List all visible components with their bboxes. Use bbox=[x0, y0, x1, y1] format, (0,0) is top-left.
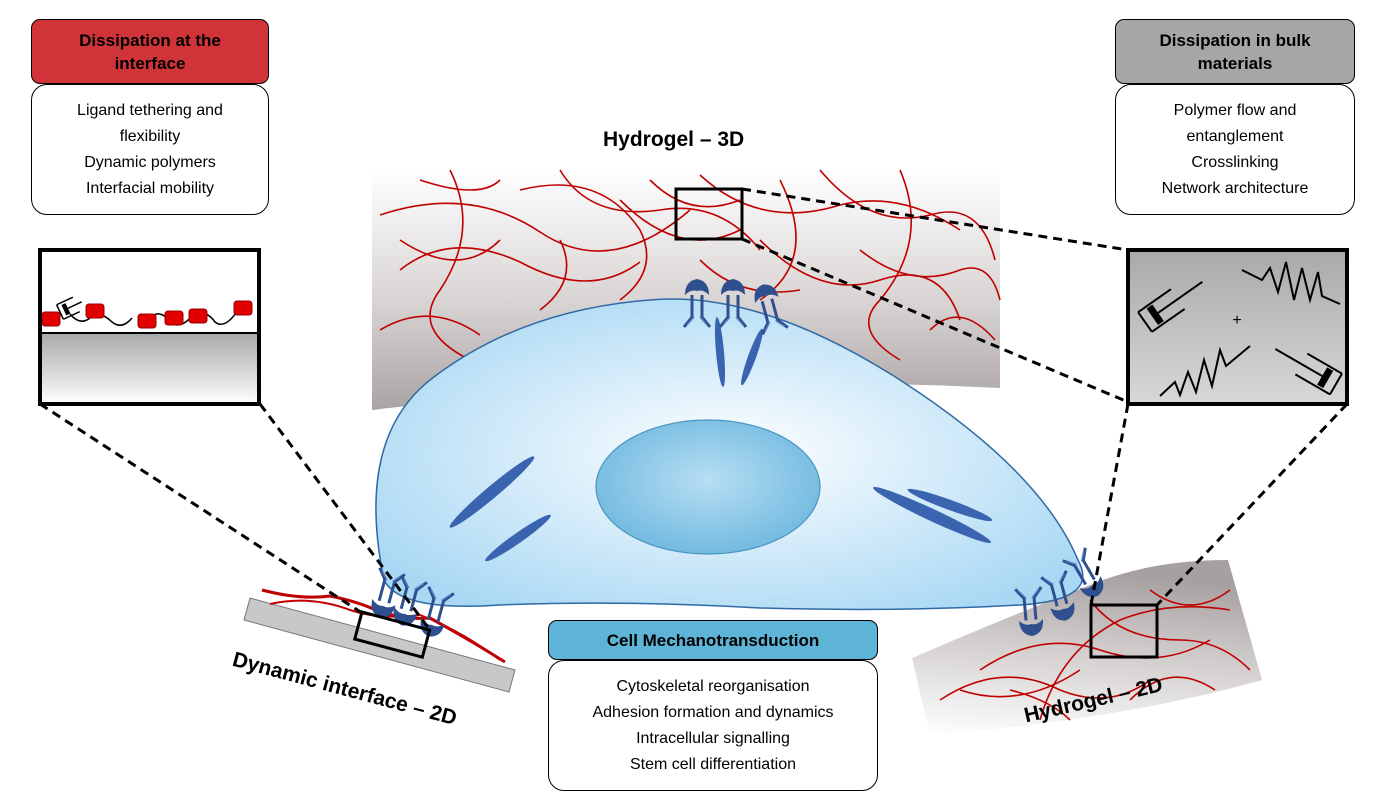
dashpot-icon bbox=[55, 296, 83, 320]
list-item: flexibility bbox=[119, 127, 181, 145]
interface-list-box: Ligand tethering and flexibility Dynamic… bbox=[31, 84, 269, 215]
list-item: entanglement bbox=[1186, 127, 1284, 145]
mechano-title-box: Cell Mechanotransduction bbox=[548, 620, 878, 660]
dashpot-icon bbox=[1137, 281, 1203, 333]
cell-body bbox=[375, 298, 1084, 611]
hydrogel-2d-slab bbox=[912, 560, 1262, 735]
dashed-leaders bbox=[39, 187, 1349, 631]
list-item: Stem cell differentiation bbox=[629, 755, 796, 773]
spring-icon bbox=[1159, 345, 1251, 398]
bulk-list-box: Polymer flow and entanglement Crosslinki… bbox=[1115, 84, 1355, 215]
nucleus bbox=[595, 419, 821, 555]
list-item: Interfacial mobility bbox=[85, 179, 215, 197]
bulk-title-box: Dissipation in bulk materials bbox=[1115, 19, 1355, 84]
interface-zoom-inset bbox=[38, 248, 261, 406]
stress-fibers bbox=[449, 317, 993, 562]
bulk-zoom-inset: + bbox=[1126, 248, 1349, 406]
polymer-fibers-3d bbox=[379, 169, 1001, 361]
list-item: Cytoskeletal reorganisation bbox=[616, 677, 810, 695]
interface-title-box: Dissipation at the interface bbox=[31, 19, 269, 84]
list-item: Intracellular signalling bbox=[636, 729, 790, 747]
spring-icon bbox=[1241, 261, 1341, 305]
list-item: Dynamic polymers bbox=[84, 153, 216, 171]
zoom-box-2d-interface bbox=[352, 610, 432, 660]
polymer-fibers-2d bbox=[939, 589, 1251, 721]
list-item: Crosslinking bbox=[1191, 153, 1279, 171]
zoom-box-3d bbox=[674, 187, 744, 241]
zoom-box-2d-hydrogel bbox=[1089, 603, 1159, 659]
dashpot-icon bbox=[1274, 348, 1343, 396]
list-item: Network architecture bbox=[1161, 179, 1309, 197]
list-item: Ligand tethering and bbox=[77, 101, 223, 119]
hydrogel-3d-label: Hydrogel – 3D bbox=[603, 128, 745, 151]
list-item: Polymer flow and bbox=[1173, 101, 1297, 119]
plus-sign: + bbox=[1232, 312, 1241, 329]
list-item: Adhesion formation and dynamics bbox=[592, 703, 834, 721]
mechano-list-box: Cytoskeletal reorganisation Adhesion for… bbox=[548, 660, 878, 791]
